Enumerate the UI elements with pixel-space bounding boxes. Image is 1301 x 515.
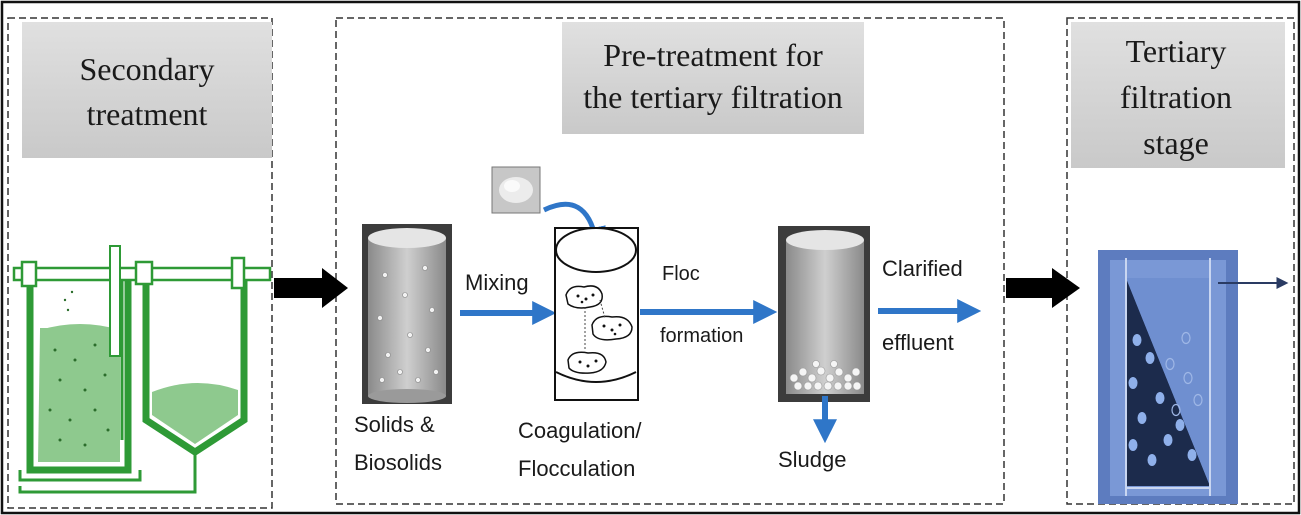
solids-label-line-2: Biosolids [354,450,442,475]
settled-solids [789,360,862,391]
secondary-to-pretreatment-arrow [274,268,348,308]
pretreatment-header: Pre-treatment for the tertiary filtratio… [562,22,864,134]
coagulation-label-line-2: Flocculation [518,456,635,481]
floc-label: Floc [662,263,700,285]
solids-biosolids-tank [362,224,452,404]
secondary-clarifier-icon [12,245,272,494]
coagulant-powder-icon [491,166,541,214]
pretreatment-section-frame [335,17,1005,505]
solids-label-line-1: Solids & [354,412,435,437]
secondary-title-line-1: Secondary [79,51,214,87]
secondary-title-line-2: treatment [87,96,208,132]
floc-particles [565,285,633,374]
tertiary-title-line-1: Tertiary [1126,33,1227,69]
formation-label: formation [660,325,743,347]
clarified-label: Clarified [882,256,963,281]
secondary-header: Secondary treatment [22,22,272,158]
secondary-section-frame [7,17,273,509]
pretreatment-title-line-1: Pre-treatment for [603,37,823,73]
effluent-label: effluent [882,330,954,355]
mixing-label: Mixing [465,270,529,295]
tertiary-filter-icon [1098,250,1238,504]
coagulation-flocculation-tank [554,227,639,401]
sludge-label: Sludge [778,447,847,472]
pretreatment-title-line-2: the tertiary filtration [583,79,842,115]
pretreatment-to-tertiary-arrow [1006,268,1080,308]
tertiary-title-line-3: stage [1143,125,1209,161]
coagulation-label-line-1: Coagulation/ [518,418,642,443]
sedimentation-tank [778,226,870,402]
tertiary-header: Tertiary filtration stage [1071,22,1285,168]
tertiary-title-line-2: filtration [1120,79,1232,115]
